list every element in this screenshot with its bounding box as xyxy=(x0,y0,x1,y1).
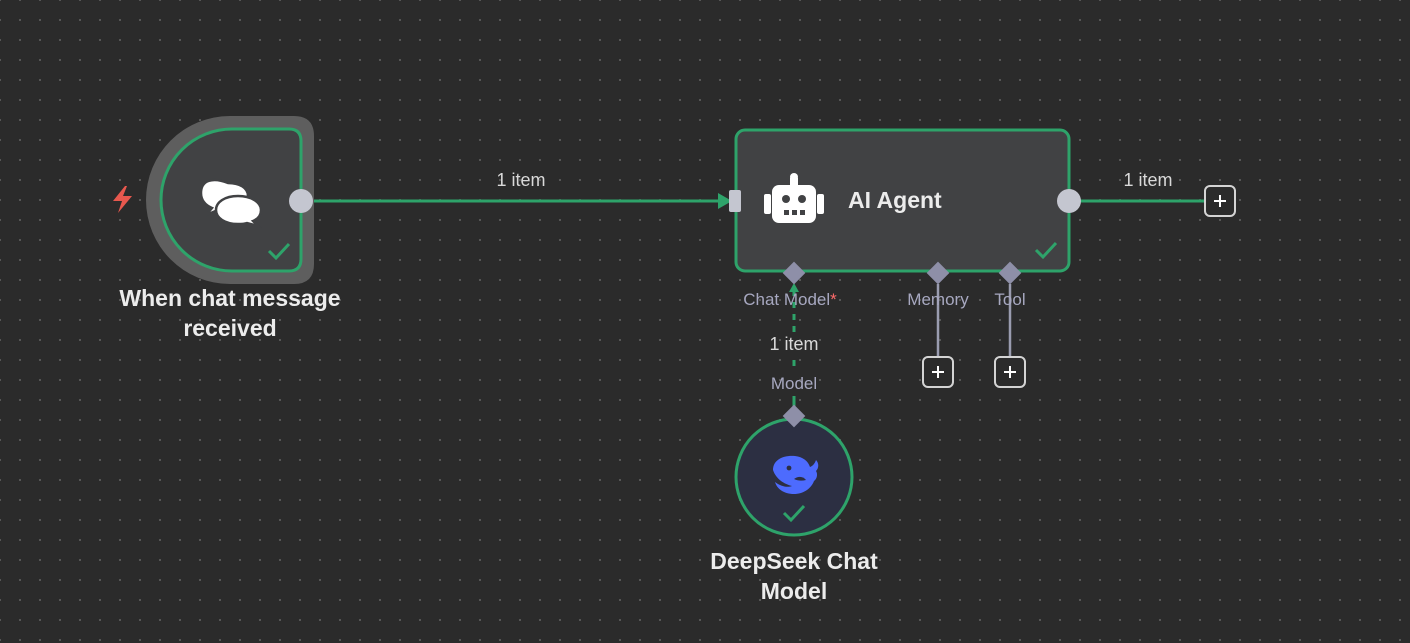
success-check-icon xyxy=(782,504,806,523)
edge-label-trigger-to-agent: 1 item xyxy=(496,170,546,190)
trigger-output-handle[interactable] xyxy=(289,189,313,213)
success-check-icon xyxy=(267,242,291,261)
node-title-deepseek: DeepSeek Chat Model xyxy=(710,548,878,604)
success-check-icon xyxy=(1034,241,1058,260)
port-label-chat-model: Chat Model* xyxy=(743,290,837,310)
edge-trigger-to-agent[interactable] xyxy=(312,193,732,209)
port-label-memory: Memory xyxy=(907,290,969,309)
node-title-ai-agent: AI Agent xyxy=(848,187,942,213)
port-label-tool: Tool xyxy=(994,290,1026,309)
node-ai-agent[interactable] xyxy=(729,128,1081,285)
add-tool-button[interactable] xyxy=(994,356,1026,388)
tool-port[interactable] xyxy=(998,261,1022,285)
trigger-bolt-icon xyxy=(113,186,132,213)
chat-model-port[interactable] xyxy=(782,261,806,285)
edge-label-model-to-agent: 1 item xyxy=(769,334,819,354)
deepseek-whale-icon xyxy=(773,455,819,494)
port-label-chat-model-text: Chat Model xyxy=(743,290,831,309)
node-title-chat-trigger: When chat message received xyxy=(119,285,341,341)
robot-icon xyxy=(764,173,824,223)
add-memory-button[interactable] xyxy=(922,356,954,388)
model-output-port[interactable] xyxy=(782,404,806,428)
required-asterisk: * xyxy=(830,290,837,309)
agent-input-handle[interactable] xyxy=(729,190,741,212)
edge-label-agent-output: 1 item xyxy=(1123,170,1173,190)
memory-port[interactable] xyxy=(926,261,950,285)
node-deepseek-chat-model[interactable] xyxy=(734,404,854,537)
node-chat-trigger[interactable] xyxy=(113,116,314,284)
chat-bubbles-icon xyxy=(199,178,263,229)
add-output-node-button[interactable] xyxy=(1204,185,1236,217)
agent-output-handle[interactable] xyxy=(1057,189,1081,213)
port-label-model: Model xyxy=(770,374,818,393)
